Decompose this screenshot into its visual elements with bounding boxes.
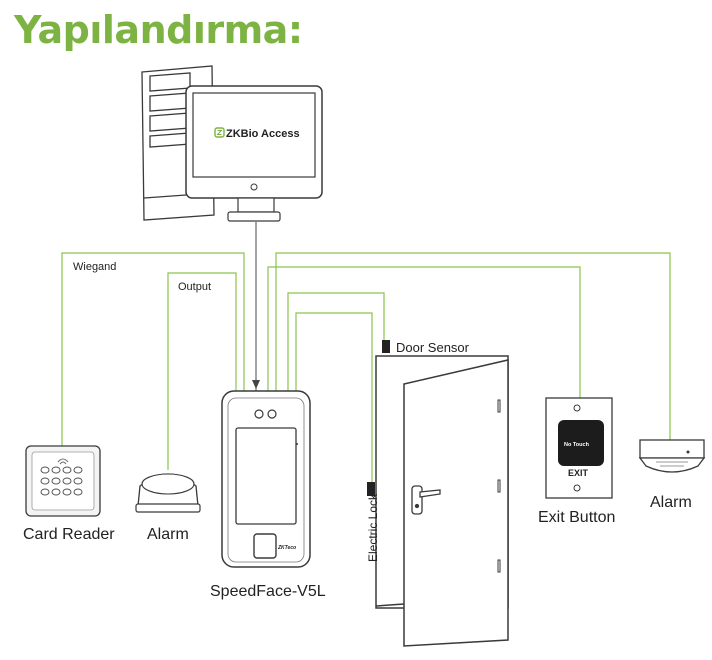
wiegand-label: Wiegand: [73, 261, 116, 273]
exit-button-label: Exit Button: [538, 509, 615, 526]
page-title: Yapılandırma:: [14, 8, 303, 52]
terminal-screen: [235, 427, 297, 525]
no-touch-label: No Touch: [564, 442, 590, 448]
output-label: Output: [178, 281, 211, 293]
electric-lock-label: Electric Lock: [366, 493, 380, 562]
camera-icon: [267, 409, 277, 419]
exit-button-wire: [267, 266, 581, 398]
speedface-terminal: ZKTeco SpeedFace-V5L: [210, 390, 326, 600]
exit-text: EXIT: [568, 468, 589, 478]
card-reader-wave-icon: [57, 458, 69, 465]
terminal-brand: ZKTeco: [277, 545, 296, 551]
alarm-right-label: Alarm: [650, 494, 692, 511]
software-label: ZKBio Access: [226, 128, 300, 140]
exit-button-device: No Touch EXIT Exit Button: [538, 397, 615, 526]
network-arrow: [252, 380, 260, 389]
alarm-left: Alarm: [135, 473, 201, 543]
electric-lock-wire: [295, 312, 373, 482]
door: [375, 355, 509, 647]
keypad: [40, 466, 83, 496]
wiring: [61, 252, 671, 482]
door-sensor-label: Door Sensor: [396, 340, 470, 355]
door-sensor-wire: [287, 292, 385, 391]
alarm-left-label: Alarm: [147, 526, 189, 543]
camera-icon: [254, 409, 264, 419]
fingerprint-sensor-icon: [253, 533, 277, 559]
door-sensor-icon: [382, 340, 390, 353]
alarm-output-wire: [167, 272, 237, 470]
zkbio-logo-icon: [214, 127, 225, 138]
wiegand-wire: [61, 252, 245, 448]
alarm-right-wire: [275, 252, 671, 440]
alarm-right: Alarm: [638, 439, 706, 511]
electric-lock-icon: [367, 482, 375, 496]
card-reader-label: Card Reader: [23, 526, 115, 543]
card-reader: Card Reader: [23, 445, 115, 543]
door-handle-icon: [411, 485, 441, 515]
monitor: ZKBio Access: [185, 85, 323, 222]
terminal-label: SpeedFace-V5L: [210, 583, 326, 600]
no-touch-sensor: [558, 420, 604, 466]
